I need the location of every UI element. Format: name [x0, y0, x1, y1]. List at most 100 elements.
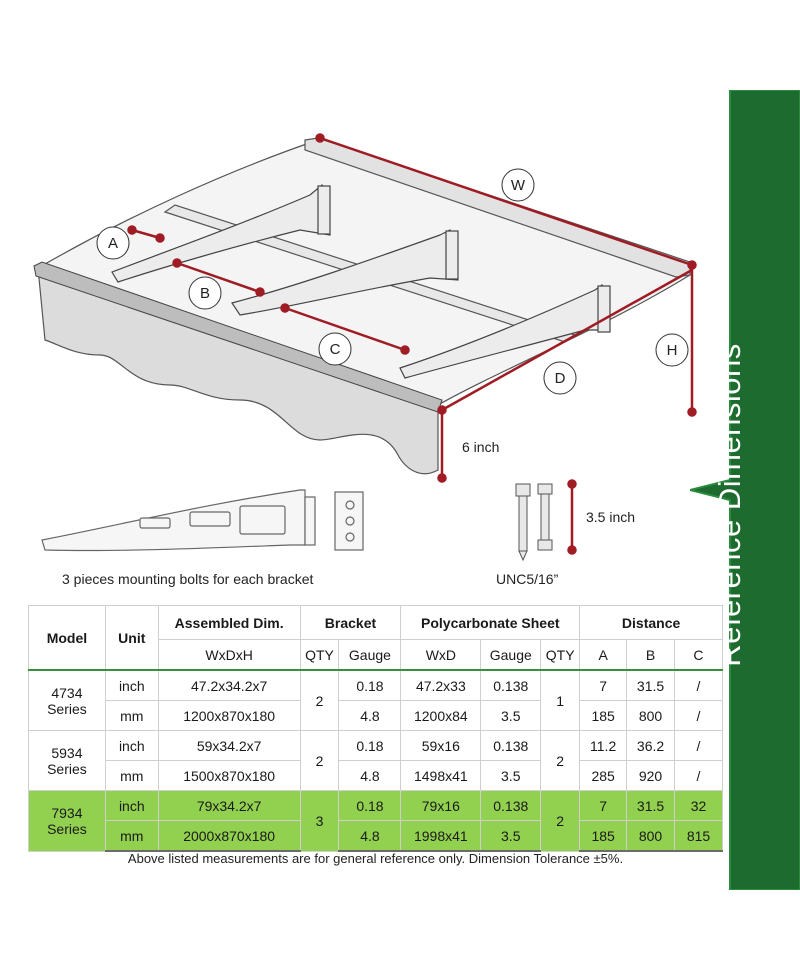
svg-text:H: H [667, 342, 678, 359]
sub-gauge2: Gauge [480, 639, 542, 671]
dist-b-cell: 31.5 [626, 790, 675, 821]
svg-text:B: B [200, 285, 210, 302]
sheet-gauge-cell: 0.138 [480, 669, 542, 701]
svg-text:D: D [555, 370, 566, 387]
unit-cell: mm [104, 820, 159, 852]
bracket-gauge-cell: 4.8 [338, 820, 402, 852]
dist-a-cell: 185 [579, 820, 628, 852]
dimension-lines [127, 133, 697, 483]
assembled-cell: 1500x870x180 [157, 760, 301, 791]
col-bracket: Bracket [299, 605, 402, 640]
assembled-cell: 79x34.2x7 [157, 790, 301, 821]
bracket-qty-cell: 2 [299, 669, 340, 731]
label-h: H [655, 333, 689, 367]
reference-banner [690, 90, 800, 890]
awning-diagram: W A B C D H 6 inch [33, 133, 697, 562]
dist-a-cell: 7 [579, 790, 628, 821]
sheet-gauge-cell: 3.5 [480, 700, 542, 731]
sheet-wxd-cell: 1200x84 [400, 700, 482, 731]
bracket-gauge-cell: 4.8 [338, 760, 402, 791]
label-d: D [543, 361, 577, 395]
header-row-2: WxDxH QTY Gauge WxD Gauge QTY A B C [29, 639, 724, 671]
dist-b-cell: 920 [626, 760, 675, 791]
label-b: B [188, 276, 222, 310]
sub-gauge: Gauge [338, 639, 402, 671]
dist-b-cell: 800 [626, 700, 675, 731]
sheet-gauge-cell: 3.5 [480, 820, 542, 852]
bracket-gauge-cell: 0.18 [338, 790, 402, 821]
bracket-middle [231, 229, 459, 316]
assembled-cell: 2000x870x180 [157, 820, 301, 852]
dist-a-cell: 185 [579, 700, 628, 731]
sub-qty: QTY [299, 639, 340, 671]
label-c: C [318, 332, 352, 366]
dist-b-cell: 36.2 [626, 730, 675, 761]
bracket-side-view [41, 489, 316, 552]
header-row-1: Model Unit Assembled Dim. Bracket Polyca… [28, 605, 723, 671]
sheet-wxd-cell: 47.2x33 [400, 669, 482, 701]
dist-c-cell: / [673, 700, 724, 731]
front-drape [37, 267, 439, 475]
sub-c: C [673, 639, 724, 671]
bolt-length-label: 3.5 inch [586, 509, 635, 525]
bolt-thread-label: UNC5/16” [496, 571, 559, 587]
bracket-gauge-cell: 4.8 [338, 700, 402, 731]
unit-cell: inch [104, 790, 159, 821]
sheet-qty-cell: 2 [540, 790, 581, 852]
assembled-cell: 47.2x34.2x7 [157, 669, 301, 701]
dist-a-cell: 7 [579, 669, 628, 701]
sub-wxd: WxD [400, 639, 482, 671]
dist-c-cell: 32 [673, 790, 724, 821]
unit-cell: mm [104, 700, 159, 731]
table-row: mm 1200x870x180 4.8 1200x84 3.5 185 800 … [29, 700, 724, 731]
sub-b: B [626, 639, 675, 671]
bracket-qty-cell: 3 [299, 790, 340, 852]
spec-table: Model Unit Assembled Dim. Bracket Polyca… [28, 605, 724, 852]
col-assembled: Assembled Dim. [157, 605, 301, 640]
svg-text:A: A [108, 235, 118, 252]
dist-b-cell: 31.5 [626, 669, 675, 701]
sheet-gauge-cell: 0.138 [480, 790, 542, 821]
svg-text:W: W [511, 177, 526, 194]
dist-c-cell: 815 [673, 820, 724, 852]
sheet-wxd-cell: 1498x41 [400, 760, 482, 791]
anchor-bolt-icon [537, 483, 553, 551]
bolt-icon [515, 483, 531, 562]
bracket-qty-cell: 2 [299, 730, 340, 791]
sheet-gauge-cell: 3.5 [480, 760, 542, 791]
dist-c-cell: / [673, 669, 724, 701]
footnote: Above listed measurements are for genera… [127, 851, 624, 866]
dist-a-cell: 11.2 [579, 730, 628, 761]
bolt-caption: 3 pieces mounting bolts for each bracket [62, 571, 314, 587]
col-sheet: Polycarbonate Sheet [400, 605, 581, 640]
svg-text:C: C [330, 341, 341, 358]
table-row: mm 1500x870x180 4.8 1498x41 3.5 285 920 … [29, 760, 724, 791]
assembled-cell: 1200x870x180 [157, 700, 301, 731]
sheet-qty-cell: 2 [540, 730, 581, 791]
dist-c-cell: / [673, 760, 724, 791]
bracket-gauge-cell: 0.18 [338, 669, 402, 701]
sheet-wxd-cell: 79x16 [400, 790, 482, 821]
assembled-cell: 59x34.2x7 [157, 730, 301, 761]
sheet-qty-cell: 1 [540, 669, 581, 731]
sub-qty2: QTY [540, 639, 581, 671]
sheet-wxd-cell: 1998x41 [400, 820, 482, 852]
sub-wxdxh: WxDxH [157, 639, 301, 671]
sheet-gauge-cell: 0.138 [480, 730, 542, 761]
label-a: A [96, 226, 130, 260]
col-model: Model [28, 605, 106, 671]
dist-a-cell: 285 [579, 760, 628, 791]
col-unit: Unit [104, 605, 159, 671]
table-row-highlight: mm 2000x870x180 4.8 1998x41 3.5 185 800 … [29, 820, 724, 852]
unit-cell: mm [104, 760, 159, 791]
mounting-plate [334, 491, 364, 551]
unit-cell: inch [104, 669, 159, 701]
six-inch-label: 6 inch [462, 439, 499, 455]
sub-a: A [579, 639, 628, 671]
